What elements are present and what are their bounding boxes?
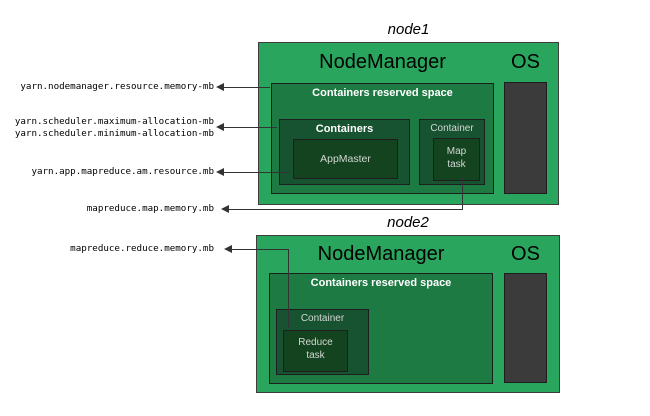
arrow-line-reduce-memory-horizontal [232, 249, 288, 250]
arrow-line-scheduler-allocation [224, 127, 277, 128]
node2-reserved-label: Containers reserved space [310, 277, 452, 289]
reduce-task-label-line2: task [306, 350, 325, 361]
annotation-scheduler-maximum-allocation: yarn.scheduler.maximum-allocation-mb [14, 116, 214, 127]
node1-os-label: OS [511, 51, 540, 73]
node2-os-label: OS [511, 243, 540, 265]
node1-container-box: Container Map task [419, 119, 485, 185]
arrow-line-map-memory-vertical [462, 178, 463, 210]
arrow-line-map-memory-horizontal [229, 209, 463, 210]
annotation-am-resource-mb: yarn.app.mapreduce.am.resource.mb [31, 166, 214, 177]
node1-container-label: Container [430, 123, 474, 134]
node2-os-memory-rect [504, 273, 547, 383]
node1-containers-label: Containers [315, 123, 374, 135]
node2-containers-reserved-space-box: Containers reserved space Container Redu… [269, 273, 493, 384]
node1-reserved-label: Containers reserved space [312, 87, 453, 99]
node1-nodemanager-label: NodeManager [319, 51, 446, 73]
map-task-label-line2: task [447, 159, 466, 170]
arrowhead-am-resource [216, 168, 224, 176]
annotation-nodemanager-resource-memory: yarn.nodemanager.resource.memory-mb [20, 81, 214, 92]
arrowhead-reduce-memory [224, 245, 232, 253]
node1-containers-box: Containers AppMaster [279, 119, 410, 185]
reduce-task-label-line1: Reduce [298, 337, 333, 348]
node2-container-box: Container Reduce task [276, 309, 369, 375]
arrow-line-am-resource [224, 172, 290, 173]
node1-map-task-box: Map task [433, 138, 480, 181]
arrowhead-nodemanager-memory [216, 83, 224, 91]
node1-title: node1 [387, 21, 430, 38]
node2-box: NodeManager OS Containers reserved space… [256, 235, 560, 393]
node2-title: node2 [387, 214, 429, 231]
node2-container-label: Container [300, 313, 345, 324]
annotation-reduce-memory-mb: mapreduce.reduce.memory.mb [70, 243, 214, 254]
node1-box: NodeManager OS Containers reserved space… [258, 42, 559, 205]
annotation-map-memory-mb: mapreduce.map.memory.mb [86, 203, 214, 214]
node1-os-memory-rect [504, 82, 547, 194]
node1-appmaster-label: AppMaster [320, 153, 371, 165]
map-task-label-line1: Map [446, 146, 467, 157]
arrowhead-scheduler-allocation [216, 123, 224, 131]
arrowhead-map-memory [221, 205, 229, 213]
arrow-line-nodemanager-memory [224, 87, 270, 88]
arrow-line-reduce-memory-vertical [288, 249, 289, 328]
node1-containers-reserved-space-box: Containers reserved space Containers App… [271, 83, 494, 194]
node1-appmaster-box: AppMaster [293, 139, 398, 179]
node2-reduce-task-box: Reduce task [283, 330, 348, 372]
annotation-scheduler-minimum-allocation: yarn.scheduler.minimum-allocation-mb [14, 128, 214, 139]
node2-nodemanager-label: NodeManager [317, 243, 445, 265]
